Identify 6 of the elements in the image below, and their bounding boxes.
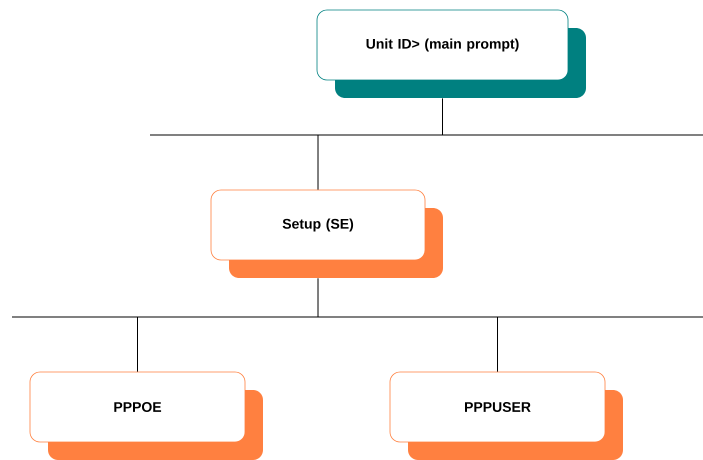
connector-line: [318, 278, 498, 372]
process-box: PPPUSER: [390, 372, 623, 460]
process-box: PPPOE: [30, 372, 263, 460]
process-box: Unit ID> (main prompt): [316, 10, 586, 98]
process-box: Setup (SE): [210, 190, 443, 278]
connector-line: [318, 98, 443, 190]
